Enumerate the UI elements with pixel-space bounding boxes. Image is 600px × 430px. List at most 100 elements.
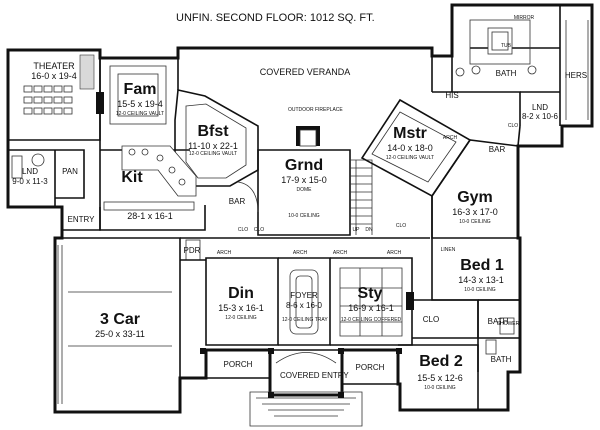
porch-left-walls: [206, 349, 271, 379]
hall-walls: [180, 237, 430, 261]
column: [396, 348, 402, 354]
shower: [499, 317, 515, 335]
foyer-walls: [278, 257, 331, 346]
stair-down-label: DN: [365, 227, 373, 233]
foyer-tray-inner: [295, 275, 313, 329]
porch-left-label: PORCH: [223, 360, 253, 369]
closet-d-label: CLO: [507, 123, 519, 129]
entry-arches: [275, 352, 337, 364]
porch-right-walls: [342, 349, 399, 385]
gym-name: Gym: [457, 189, 493, 206]
stair-up-label: UP: [352, 227, 360, 233]
grand-room-name: Grnd: [284, 157, 324, 174]
closet-a-label: CLO: [237, 227, 249, 233]
bed2-bath-label: BATH: [490, 355, 512, 364]
arch-2-label: ARCH: [292, 250, 308, 256]
veranda-walls: [177, 56, 433, 92]
outdoor-fireplace-opening: [299, 129, 317, 147]
bed2-walls: [398, 344, 479, 410]
breakfast-walls: [174, 89, 259, 187]
arch-3-label: ARCH: [332, 250, 348, 256]
dining-dims: 15-3 x 16-1: [218, 303, 264, 313]
kitchen-counter: [103, 201, 195, 211]
toilet: [455, 67, 465, 77]
gym-note: 10-0 CEILING: [459, 219, 491, 225]
master-vault: [371, 111, 457, 183]
grand-room-note: DOME: [296, 187, 312, 193]
lower-laundry-dims: 9-0 x 11-3: [12, 177, 48, 186]
family-vault-inner: [117, 73, 159, 117]
breakfast-name: Bfst: [197, 123, 229, 140]
kitchen-walls: [99, 150, 206, 231]
laundry-sink: [31, 153, 45, 167]
gym-dims: 16-3 x 17-0: [452, 207, 498, 217]
tub-inner: [491, 31, 509, 51]
side-entry-label: ENTRY: [67, 215, 95, 224]
breakfast-dims: 11-10 x 22-1: [188, 141, 238, 151]
foyer-note: 12-0 CEILING TRAY: [282, 317, 328, 323]
stool: [156, 154, 164, 162]
garage-lines: [68, 291, 172, 347]
garage-doors: [57, 245, 63, 404]
column: [268, 392, 274, 398]
theater-name: THEATER: [33, 61, 75, 71]
bar-right-label: BAR: [488, 145, 506, 154]
laundry-counter: [11, 155, 23, 179]
veranda-label: COVERED VERANDA: [259, 67, 351, 77]
master-name: Mstr: [393, 125, 427, 142]
study-coffer: [339, 267, 403, 337]
kitchen-dims: 28-1 x 16-1: [127, 211, 173, 221]
entry-steps: [249, 391, 363, 427]
bed-closet-label: CLO: [422, 315, 440, 324]
stool: [168, 166, 176, 174]
breakfast-vault: [185, 103, 247, 179]
covered-entry-walls: [270, 349, 342, 396]
family-name: Fam: [123, 81, 157, 98]
master-dims: 14-0 x 18-0: [387, 143, 433, 153]
master-arch-label: ARCH: [442, 135, 458, 141]
master-bath-label: BATH: [495, 69, 517, 78]
bed1-note: 10-0 CEILING: [464, 287, 496, 293]
bar-curve: [237, 181, 259, 213]
mirror-label: MIRROR: [513, 15, 535, 21]
linen-label: LINEN: [440, 247, 456, 253]
bed2-dims: 15-5 x 12-6: [417, 373, 463, 383]
bar-left-label: BAR: [228, 197, 246, 206]
grand-room-ceiling: 10-0 CEILING: [288, 213, 320, 219]
powder-room-label: PDR: [183, 246, 201, 255]
master-bath-walls: [432, 5, 561, 126]
breakfast-note: 12-0 CEILING VAULT: [188, 151, 238, 157]
column: [200, 348, 206, 354]
family-note: 12-0 CEILING VAULT: [115, 111, 165, 117]
shower-label: SHOWER: [496, 321, 520, 327]
stool: [178, 178, 186, 186]
bed1-name: Bed 1: [460, 257, 504, 274]
family-vault: [109, 65, 167, 125]
kitchen-island: [121, 145, 197, 197]
family-fireplace: [96, 92, 104, 114]
theater-seats: [23, 85, 73, 115]
porch-right-label: PORCH: [355, 363, 385, 372]
grand-stair: [350, 159, 373, 235]
study-name: Sty: [357, 285, 383, 302]
closet-rail: [565, 20, 589, 120]
pantry-label: PAN: [62, 167, 78, 176]
dining-note: 12-0 CEILING: [225, 315, 257, 321]
study-dims: 16-9 x 16-1: [348, 303, 394, 313]
master-note: 12-0 CEILING VAULT: [385, 155, 435, 161]
study-fireplace: [406, 292, 414, 310]
upper-laundry-dims: 8-2 x 10-6: [521, 112, 559, 121]
second-floor-note: UNFIN. SECOND FLOOR: 1012 SQ. FT.: [176, 12, 375, 24]
bath-sink: [471, 65, 481, 75]
study-note: 12-0 CEILING COFFERED: [340, 317, 402, 323]
laundry-walls: [8, 149, 85, 207]
tub-label: TUB: [501, 43, 511, 49]
column: [338, 392, 344, 398]
column: [338, 348, 344, 354]
foyer-tray: [289, 269, 319, 335]
grand-room-dims: 17-9 x 15-0: [281, 175, 327, 185]
closet-c-label: CLO: [395, 223, 407, 229]
closet-b-label: CLO: [253, 227, 265, 233]
